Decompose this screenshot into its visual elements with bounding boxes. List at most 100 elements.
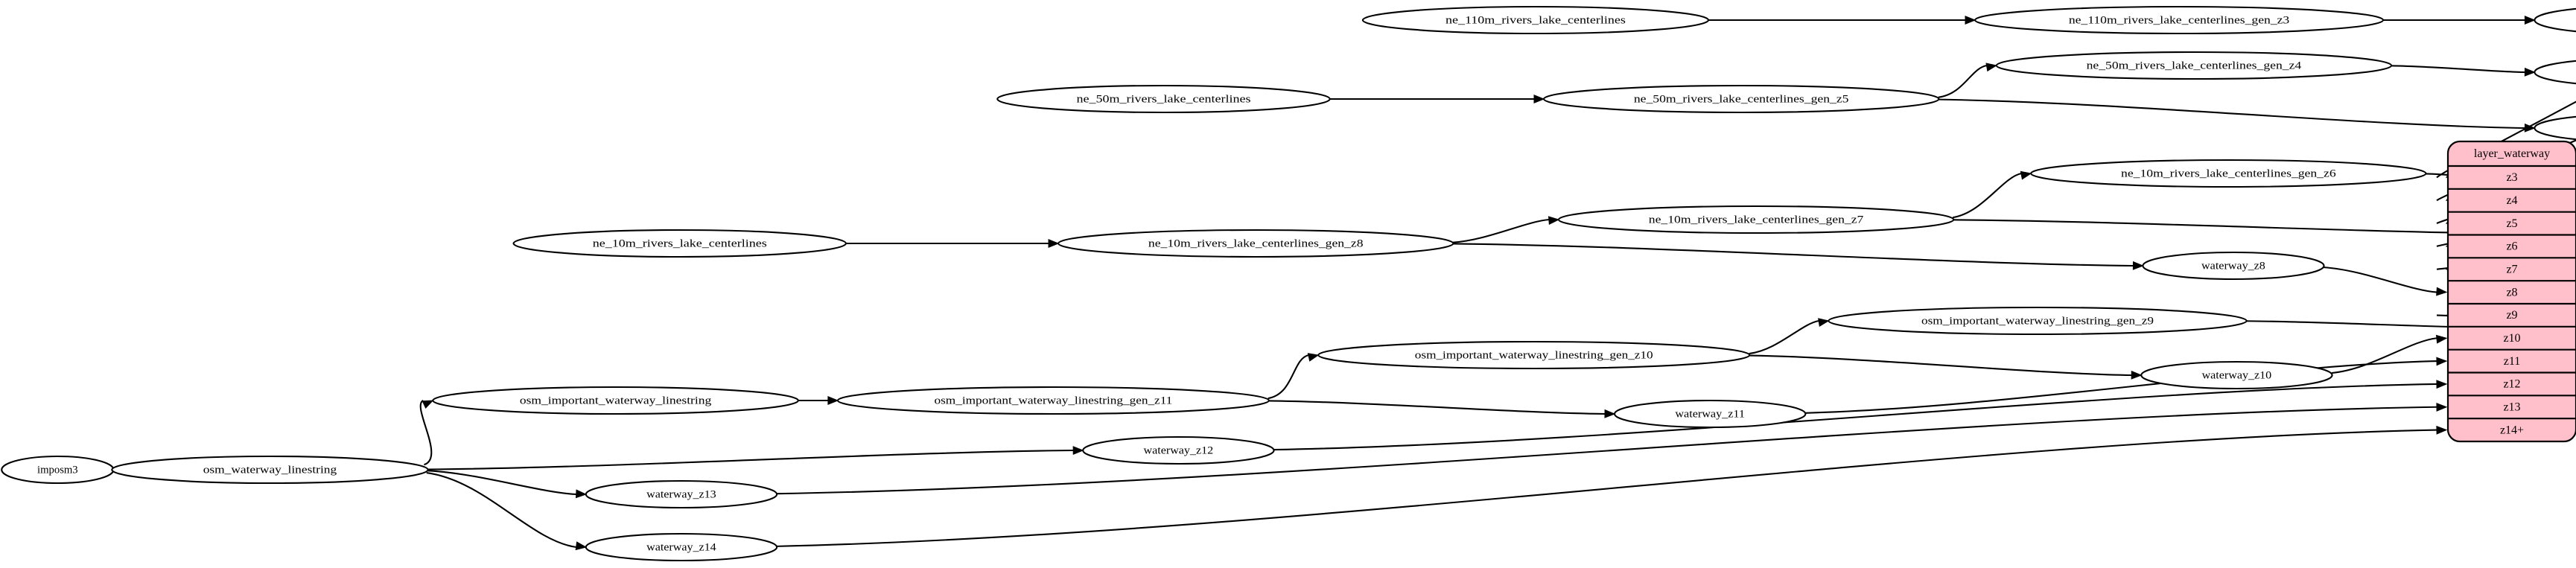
edge-waterway_z14-to-layer_waterway-z14+ xyxy=(777,429,2437,547)
edge-arrowhead xyxy=(2524,16,2536,25)
node-shape-ellipse xyxy=(1557,205,1955,234)
node-label: waterway_z10 xyxy=(2202,369,2272,381)
table-node-layer-waterway[interactable]: layer_waterwayz3z4z5z6z7z8z9z10z11z12z13… xyxy=(2446,140,2576,443)
edge-osm_important_waterway_linestring_gen_z10-to-waterway_z10 xyxy=(1749,354,2132,377)
edge-ne_50m_rivers_lake_centerlines_gen_z4-to-waterway_z4 xyxy=(2391,65,2525,74)
node-osm_important_waterway_linestring[interactable]: osm_important_waterway_linestring xyxy=(432,386,799,415)
edge-arrowhead xyxy=(1533,95,1545,103)
edge-osm_waterway_linestring-to-waterway_z13 xyxy=(427,470,576,496)
node-shape-ellipse xyxy=(1828,306,2248,336)
edge-osm_waterway_linestring-to-waterway_z14 xyxy=(426,472,576,549)
node-shape-ellipse xyxy=(111,455,429,485)
node-shape-ellipse xyxy=(2534,60,2576,85)
node-ne_110m_rivers_lake_centerlines_gen_z3[interactable]: ne_110m_rivers_lake_centerlines_gen_z3 xyxy=(1974,5,2385,35)
node-ne_50m_rivers_lake_centerlines_gen_z4[interactable]: ne_50m_rivers_lake_centerlines_gen_z4 xyxy=(1995,51,2393,80)
edge-arrowhead xyxy=(2435,334,2448,344)
edge-arrowhead xyxy=(2436,380,2448,389)
node-ne_10m_rivers_lake_centerlines[interactable]: ne_10m_rivers_lake_centerlines xyxy=(512,229,847,258)
node-shape-ellipse xyxy=(1974,5,2385,35)
node-shape-ellipse xyxy=(1057,229,1454,258)
node-waterway_z11[interactable]: waterway_z11 xyxy=(1613,399,1807,429)
node-label: ne_50m_rivers_lake_centerlines xyxy=(1076,93,1250,105)
node-waterway_z10[interactable]: waterway_z10 xyxy=(2140,360,2333,390)
node-label: waterway_z11 xyxy=(1675,408,1745,420)
table-row-z7[interactable]: z7 xyxy=(2506,263,2517,275)
table-row-z4[interactable]: z4 xyxy=(2506,194,2517,207)
node-label: waterway_z14 xyxy=(646,541,716,553)
node-waterway_z3[interactable]: waterway_z3 xyxy=(2534,7,2576,33)
table-row-z6[interactable]: z6 xyxy=(2506,240,2517,253)
node-label: ne_10m_rivers_lake_centerlines_gen_z8 xyxy=(1148,237,1364,249)
edge-arrowhead xyxy=(1818,318,1830,327)
edge-arrowhead xyxy=(2020,170,2032,180)
edge-arrowhead xyxy=(1985,63,1998,72)
edge-arrowhead xyxy=(827,396,839,405)
edge-arrowhead xyxy=(575,489,588,499)
table-row-z11[interactable]: z11 xyxy=(2504,355,2521,368)
node-label: ne_10m_rivers_lake_centerlines xyxy=(593,237,767,249)
node-shape-ellipse xyxy=(2140,360,2333,390)
node-label: ne_10m_rivers_lake_centerlines_gen_z6 xyxy=(2121,167,2336,179)
node-label: waterway_z8 xyxy=(2201,260,2265,272)
edge-ne_10m_rivers_lake_centerlines_gen_z8-to-ne_10m_rivers_lake_centerlines_gen_z7 xyxy=(1453,218,1549,243)
node-ne_10m_rivers_lake_centerlines_gen_z8[interactable]: ne_10m_rivers_lake_centerlines_gen_z8 xyxy=(1057,229,1454,258)
node-label: waterway_z12 xyxy=(1144,444,1214,456)
edge-waterway_z13-to-layer_waterway-z13 xyxy=(777,406,2437,495)
edge-arrowhead xyxy=(1048,239,1060,248)
node-ne_10m_rivers_lake_centerlines_gen_z6[interactable]: ne_10m_rivers_lake_centerlines_gen_z6 xyxy=(2030,159,2427,188)
table-row-z13[interactable]: z13 xyxy=(2503,401,2520,413)
node-waterway_z13[interactable]: waterway_z13 xyxy=(585,479,778,509)
node-waterway_z5[interactable]: waterway_z5 xyxy=(2534,115,2576,141)
table-row-z8[interactable]: z8 xyxy=(2506,286,2517,299)
edge-ne_50m_rivers_lake_centerlines_gen_z5-to-waterway_z5 xyxy=(1939,98,2525,130)
node-shape-ellipse xyxy=(996,84,1331,114)
node-label: ne_50m_rivers_lake_centerlines_gen_z4 xyxy=(2087,60,2302,71)
node-shape-ellipse xyxy=(585,532,778,562)
node-osm_waterway_linestring[interactable]: osm_waterway_linestring xyxy=(111,455,429,485)
node-label: osm_important_waterway_linestring_gen_z9 xyxy=(1921,315,2154,327)
node-shape-ellipse xyxy=(432,386,799,415)
table-row-z12[interactable]: z12 xyxy=(2503,378,2520,391)
node-ne_50m_rivers_lake_centerlines[interactable]: ne_50m_rivers_lake_centerlines xyxy=(996,84,1331,114)
node-ne_110m_rivers_lake_centerlines[interactable]: ne_110m_rivers_lake_centerlines xyxy=(1361,5,1710,35)
edge-arrowhead xyxy=(2436,287,2448,296)
node-waterway_z12[interactable]: waterway_z12 xyxy=(1082,435,1275,465)
node-shape-ellipse xyxy=(1082,435,1275,465)
edge-waterway_z10-to-layer_waterway-z10 xyxy=(2331,337,2437,374)
edge-ne_50m_rivers_lake_centerlines_gen_z5-to-ne_50m_rivers_lake_centerlines_gen_z4 xyxy=(1938,64,1987,98)
node-osm_important_waterway_linestring_gen_z10[interactable]: osm_important_waterway_linestring_gen_z1… xyxy=(1317,340,1751,370)
edge-arrowhead xyxy=(1604,409,1616,418)
node-label: ne_110m_rivers_lake_centerlines xyxy=(1446,14,1626,26)
node-waterway_z4[interactable]: waterway_z4 xyxy=(2534,59,2576,86)
node-shape-ellipse xyxy=(1995,51,2393,80)
node-ne_10m_rivers_lake_centerlines_gen_z7[interactable]: ne_10m_rivers_lake_centerlines_gen_z7 xyxy=(1557,205,1955,234)
edges-layer xyxy=(99,16,2576,551)
edge-arrowhead xyxy=(1307,353,1320,362)
node-imposm3[interactable]: imposm3 xyxy=(1,455,115,485)
node-shape-ellipse xyxy=(1361,5,1710,35)
edge-arrowhead xyxy=(2436,403,2448,412)
node-shape-ellipse xyxy=(2142,251,2325,281)
table-row-z5[interactable]: z5 xyxy=(2506,217,2517,230)
table-row-z14+[interactable]: z14+ xyxy=(2500,424,2524,436)
edge-arrowhead xyxy=(2436,425,2448,435)
table-row-z9[interactable]: z9 xyxy=(2506,309,2517,322)
node-osm_important_waterway_linestring_gen_z11[interactable]: osm_important_waterway_linestring_gen_z1… xyxy=(836,386,1270,415)
node-waterway_z8[interactable]: waterway_z8 xyxy=(2142,251,2325,281)
edge-waterway_z12-to-layer_waterway-z12 xyxy=(1273,383,2437,451)
node-shape-ellipse xyxy=(836,386,1270,415)
node-label: osm_waterway_linestring xyxy=(203,464,337,476)
node-osm_important_waterway_linestring_gen_z9[interactable]: osm_important_waterway_linestring_gen_z9 xyxy=(1828,306,2248,336)
node-shape-ellipse xyxy=(2534,115,2576,141)
table-row-z3[interactable]: z3 xyxy=(2506,171,2517,184)
node-waterway_z14[interactable]: waterway_z14 xyxy=(585,532,778,562)
node-shape-ellipse xyxy=(1317,340,1751,370)
edge-arrowhead xyxy=(2524,67,2536,77)
table-row-z10[interactable]: z10 xyxy=(2503,332,2520,345)
node-ne_50m_rivers_lake_centerlines_gen_z5[interactable]: ne_50m_rivers_lake_centerlines_gen_z5 xyxy=(1542,84,1940,114)
table-node-layer: layer_waterwayz3z4z5z6z7z8z9z10z11z12z13… xyxy=(2446,140,2576,443)
edge-ne_10m_rivers_lake_centerlines_gen_z7-to-ne_10m_rivers_lake_centerlines_gen_z6 xyxy=(1952,172,2022,219)
node-label: ne_50m_rivers_lake_centerlines_gen_z5 xyxy=(1634,93,1849,105)
node-shape-ellipse xyxy=(1542,84,1940,114)
